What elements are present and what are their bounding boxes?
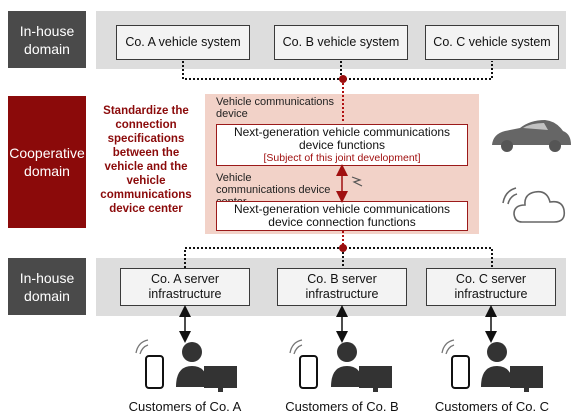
bottom-inhouse-label: In-house domain <box>8 258 86 315</box>
co-a-vehicle-system-box: Co. A vehicle system <box>116 25 250 60</box>
cooperative-label: Cooperative domain <box>8 96 86 228</box>
customers-co-b: Customers of Co. B <box>285 399 399 414</box>
smartphone-icon <box>451 355 470 389</box>
customer-c-icons <box>441 339 543 392</box>
co-c-server-label: Co. C server infrastructure <box>454 272 528 301</box>
wireless-signal-icon <box>289 339 303 355</box>
person-icon <box>176 342 208 387</box>
bottom-junction-dot <box>339 244 347 252</box>
smartphone-icon <box>145 355 164 389</box>
customers-co-c: Customers of Co. C <box>434 399 550 414</box>
co-c-server-box: Co. C server infrastructure <box>426 268 556 306</box>
person-icon <box>481 342 513 387</box>
customers-co-a: Customers of Co. A <box>128 399 242 414</box>
joint-development-note: [Subject of this joint development] <box>263 152 421 164</box>
customer-a-icons <box>135 339 237 392</box>
co-b-server-box: Co. B server infrastructure <box>277 268 407 306</box>
co-a-vehicle-system-label: Co. A vehicle system <box>125 35 241 49</box>
device-functions-box: Next-generation vehicle communications d… <box>216 124 468 166</box>
device-functions-title: Next-generation vehicle communications d… <box>233 125 451 152</box>
co-a-server-label: Co. A server infrastructure <box>148 272 222 301</box>
monitor-icon <box>204 366 237 392</box>
wireless-signal-icon <box>441 339 455 355</box>
co-a-server-box: Co. A server infrastructure <box>120 268 250 306</box>
top-dotted-connector <box>182 61 493 80</box>
customer-b-icons <box>289 339 392 392</box>
cloud-wifi-icon <box>502 187 566 223</box>
co-c-vehicle-system-box: Co. C vehicle system <box>425 25 559 60</box>
top-inhouse-label: In-house domain <box>8 11 86 68</box>
co-b-vehicle-system-box: Co. B vehicle system <box>274 25 408 60</box>
standardize-description: Standardize the connection specification… <box>100 105 192 215</box>
person-icon <box>331 342 363 387</box>
car-icon <box>492 120 571 152</box>
co-b-vehicle-system-label: Co. B vehicle system <box>282 35 400 49</box>
wireless-signal-icon <box>135 339 149 355</box>
bottom-dotted-connector <box>184 247 493 268</box>
smartphone-icon <box>299 355 318 389</box>
co-b-server-label: Co. B server infrastructure <box>305 272 379 301</box>
device-label: Vehicle communications device <box>216 96 335 120</box>
monitor-icon <box>359 366 392 392</box>
wireless-zigzag-icon <box>351 176 363 187</box>
device-connection-functions-title: Next-generation vehicle communications d… <box>233 202 451 229</box>
monitor-icon <box>510 366 543 392</box>
device-connection-functions-box: Next-generation vehicle communications d… <box>216 201 468 231</box>
co-c-vehicle-system-label: Co. C vehicle system <box>433 35 551 49</box>
top-junction-dot <box>339 75 347 83</box>
